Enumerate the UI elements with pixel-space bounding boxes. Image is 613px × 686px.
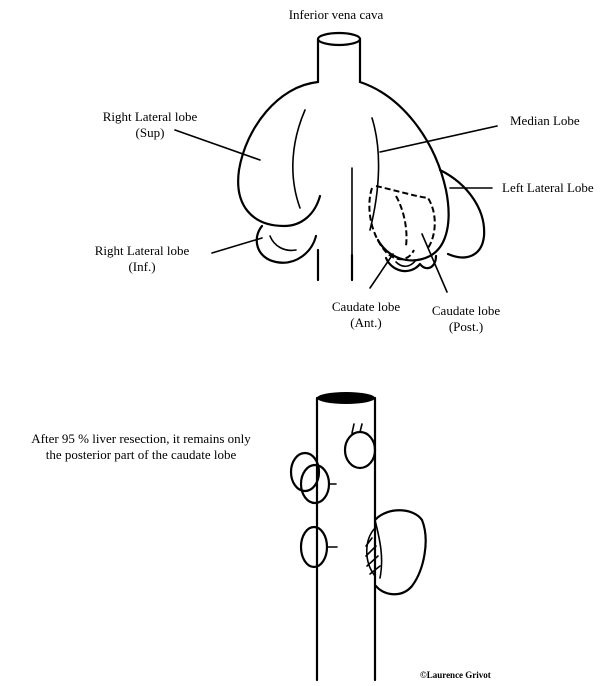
median-lobe xyxy=(360,82,449,260)
caudate-lobe-inner-dash xyxy=(396,196,407,246)
median-lobe-fold xyxy=(370,118,379,230)
liver-whole-drawing xyxy=(175,33,497,292)
caudate-lobe-ant-label: Caudate lobe (Ant.) xyxy=(312,299,420,331)
right-lateral-lobe-sup-label-line1: Right Lateral lobe xyxy=(80,109,220,125)
ivc-label: Inferior vena cava xyxy=(262,7,410,23)
right-lateral-lobe-inf-label: Right Lateral lobe (Inf.) xyxy=(72,243,212,275)
ivc-top-opening xyxy=(318,33,360,45)
caudate-lobe-post-label-line2: (Post.) xyxy=(416,319,516,335)
right-lobe-fold xyxy=(293,110,305,208)
caudate-lobe-ant-label-line1: Caudate lobe xyxy=(312,299,420,315)
ivc-lower-walls xyxy=(318,250,352,280)
right-lateral-lobe-inf-label-line1: Right Lateral lobe xyxy=(72,243,212,259)
resection-note: After 95 % liver resection, it remains o… xyxy=(3,431,279,463)
resection-note-line1: After 95 % liver resection, it remains o… xyxy=(3,431,279,447)
caudate-lobe-post-outline xyxy=(376,186,435,248)
left-lateral-lobe-label: Left Lateral Lobe xyxy=(502,180,594,196)
left-lateral-lobe xyxy=(440,170,484,257)
resection-note-line2: the posterior part of the caudate lobe xyxy=(3,447,279,463)
caudate-lobe-ant-label-line2: (Ant.) xyxy=(312,315,420,331)
leader-caudate-ant xyxy=(370,254,393,288)
right-lateral-lobe-sup-label: Right Lateral lobe (Sup) xyxy=(80,109,220,141)
median-lobe-label: Median Lobe xyxy=(510,113,580,129)
right-lateral-lobe-inf-fold xyxy=(270,236,296,250)
leader-right-lateral-inf xyxy=(212,238,262,253)
liver-resected-drawing xyxy=(291,392,426,680)
vessel-stump-left-lower xyxy=(301,527,337,567)
right-lateral-lobe-inf-label-line2: (Inf.) xyxy=(72,259,212,275)
vessel-stump-upper-right xyxy=(345,424,375,468)
right-lateral-lobe-inf xyxy=(257,226,316,263)
ivc-resected-top xyxy=(317,392,375,404)
caudate-lobe-post-label-line1: Caudate lobe xyxy=(416,303,516,319)
caudate-lobe-post-label: Caudate lobe (Post.) xyxy=(416,303,516,335)
copyright-credit: ©Laurence Grivot xyxy=(420,670,491,681)
vessel-stump-left-upper xyxy=(291,453,336,503)
right-lateral-lobe-sup xyxy=(238,82,320,226)
right-lateral-lobe-sup-label-line2: (Sup) xyxy=(80,125,220,141)
leader-median xyxy=(380,126,497,152)
